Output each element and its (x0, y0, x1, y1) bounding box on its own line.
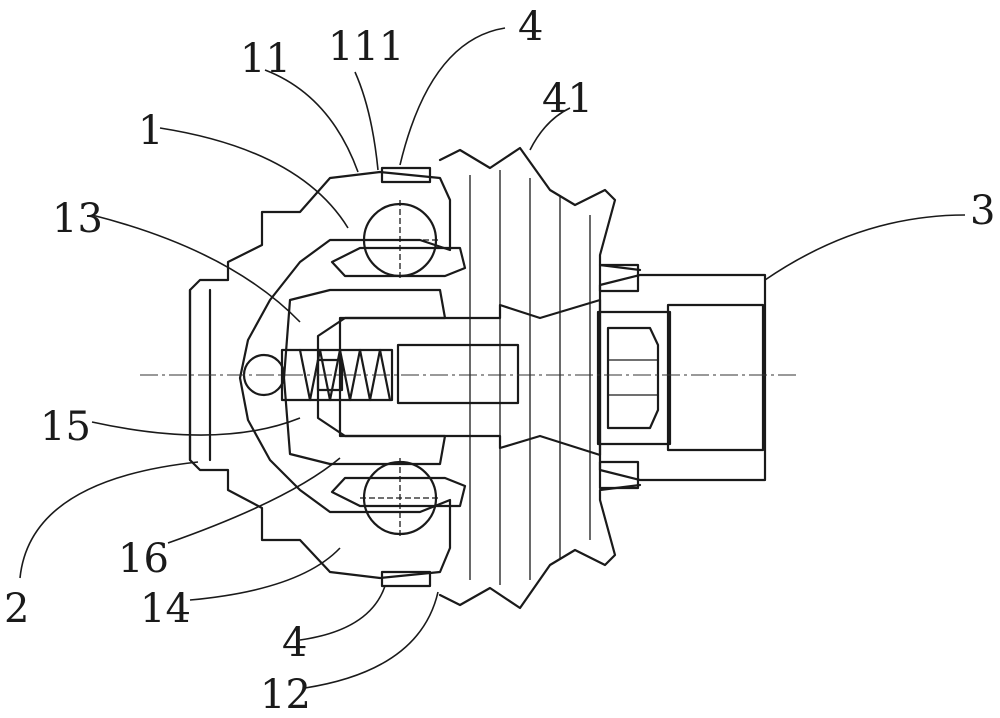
label-11: 11 (240, 36, 291, 82)
seal-block-bottom (598, 460, 640, 490)
label-1: 1 (138, 108, 163, 154)
label-15: 15 (40, 404, 91, 450)
cage (330, 246, 467, 508)
label-3: 3 (970, 188, 995, 234)
label-4-top: 4 (518, 4, 543, 50)
leader-lines (19, 27, 966, 689)
label-41: 41 (542, 76, 593, 122)
label-14: 14 (140, 586, 191, 632)
label-12: 12 (260, 672, 311, 718)
ball-bottom (360, 458, 440, 538)
hub-stub (596, 273, 767, 482)
inner-race (282, 288, 447, 466)
label-4-bottom: 4 (282, 620, 307, 666)
label-16: 16 (118, 536, 169, 582)
boot-seal (438, 146, 642, 610)
ball-top (360, 200, 440, 280)
label-111: 111 (328, 24, 404, 70)
clamp-top (380, 166, 432, 184)
seal-block-top (598, 263, 640, 293)
label-13: 13 (52, 196, 103, 242)
label-2: 2 (4, 586, 29, 632)
clamp-bottom (380, 570, 432, 588)
